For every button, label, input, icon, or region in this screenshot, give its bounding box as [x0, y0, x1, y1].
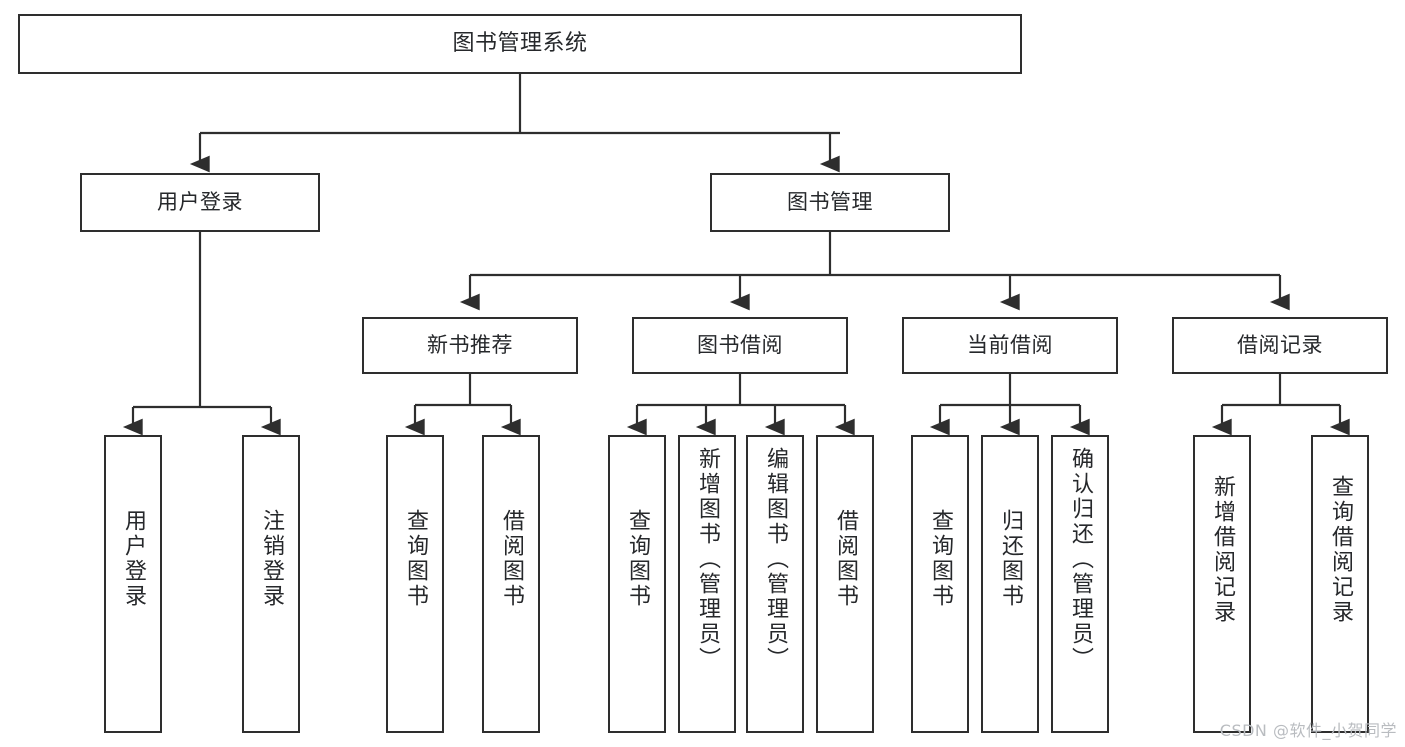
- leaf-recommend-query-book[interactable]: 查询图书: [386, 435, 444, 733]
- node-label: 借阅图书: [833, 509, 858, 609]
- node-borrow-record[interactable]: 借阅记录: [1172, 317, 1388, 374]
- leaf-borrow-query-book[interactable]: 查询图书: [608, 435, 666, 733]
- leaf-current-query-book[interactable]: 查询图书: [911, 435, 969, 733]
- node-user-login[interactable]: 用户登录: [80, 173, 320, 232]
- node-label: 归还图书: [998, 509, 1023, 609]
- node-label: 图书管理系统: [452, 30, 588, 56]
- node-label: 新增借阅记录: [1210, 475, 1235, 625]
- node-label: 借阅图书: [499, 509, 524, 609]
- node-book-borrow[interactable]: 图书借阅: [632, 317, 848, 374]
- csdn-watermark: CSDN @软件_小贺同学: [1219, 721, 1397, 740]
- node-label: 查询图书: [928, 509, 953, 609]
- leaf-borrow-add-book[interactable]: 新增图书（管理员）: [678, 435, 736, 733]
- node-label: 用户登录: [121, 509, 146, 609]
- node-current-borrow[interactable]: 当前借阅: [902, 317, 1118, 374]
- node-label: 确认归还（管理员）: [1068, 447, 1093, 672]
- node-root-system[interactable]: 图书管理系统: [18, 14, 1022, 74]
- node-label: 当前借阅: [967, 332, 1053, 357]
- leaf-borrow-edit-book[interactable]: 编辑图书（管理员）: [746, 435, 804, 733]
- leaf-current-return-book[interactable]: 归还图书: [981, 435, 1039, 733]
- leaf-recommend-borrow-book[interactable]: 借阅图书: [482, 435, 540, 733]
- node-label: 查询借阅记录: [1328, 475, 1353, 625]
- node-book-manage[interactable]: 图书管理: [710, 173, 950, 232]
- node-label: 图书管理: [787, 189, 873, 214]
- leaf-borrow-lend-book[interactable]: 借阅图书: [816, 435, 874, 733]
- node-label: 查询图书: [403, 509, 428, 609]
- leaf-user-logout[interactable]: 注销登录: [242, 435, 300, 733]
- node-label: 图书借阅: [697, 332, 783, 357]
- leaf-user-login[interactable]: 用户登录: [104, 435, 162, 733]
- node-label: 查询图书: [625, 509, 650, 609]
- leaf-record-search[interactable]: 查询借阅记录: [1311, 435, 1369, 733]
- node-label: 编辑图书（管理员）: [763, 447, 788, 672]
- node-label: 新增图书（管理员）: [695, 447, 720, 672]
- node-label: 注销登录: [259, 509, 284, 609]
- leaf-current-confirm-return[interactable]: 确认归还（管理员）: [1051, 435, 1109, 733]
- node-new-book-recommend[interactable]: 新书推荐: [362, 317, 578, 374]
- leaf-record-add[interactable]: 新增借阅记录: [1193, 435, 1251, 733]
- node-label: 用户登录: [157, 189, 243, 214]
- node-label: 借阅记录: [1237, 332, 1323, 357]
- node-label: 新书推荐: [427, 332, 513, 357]
